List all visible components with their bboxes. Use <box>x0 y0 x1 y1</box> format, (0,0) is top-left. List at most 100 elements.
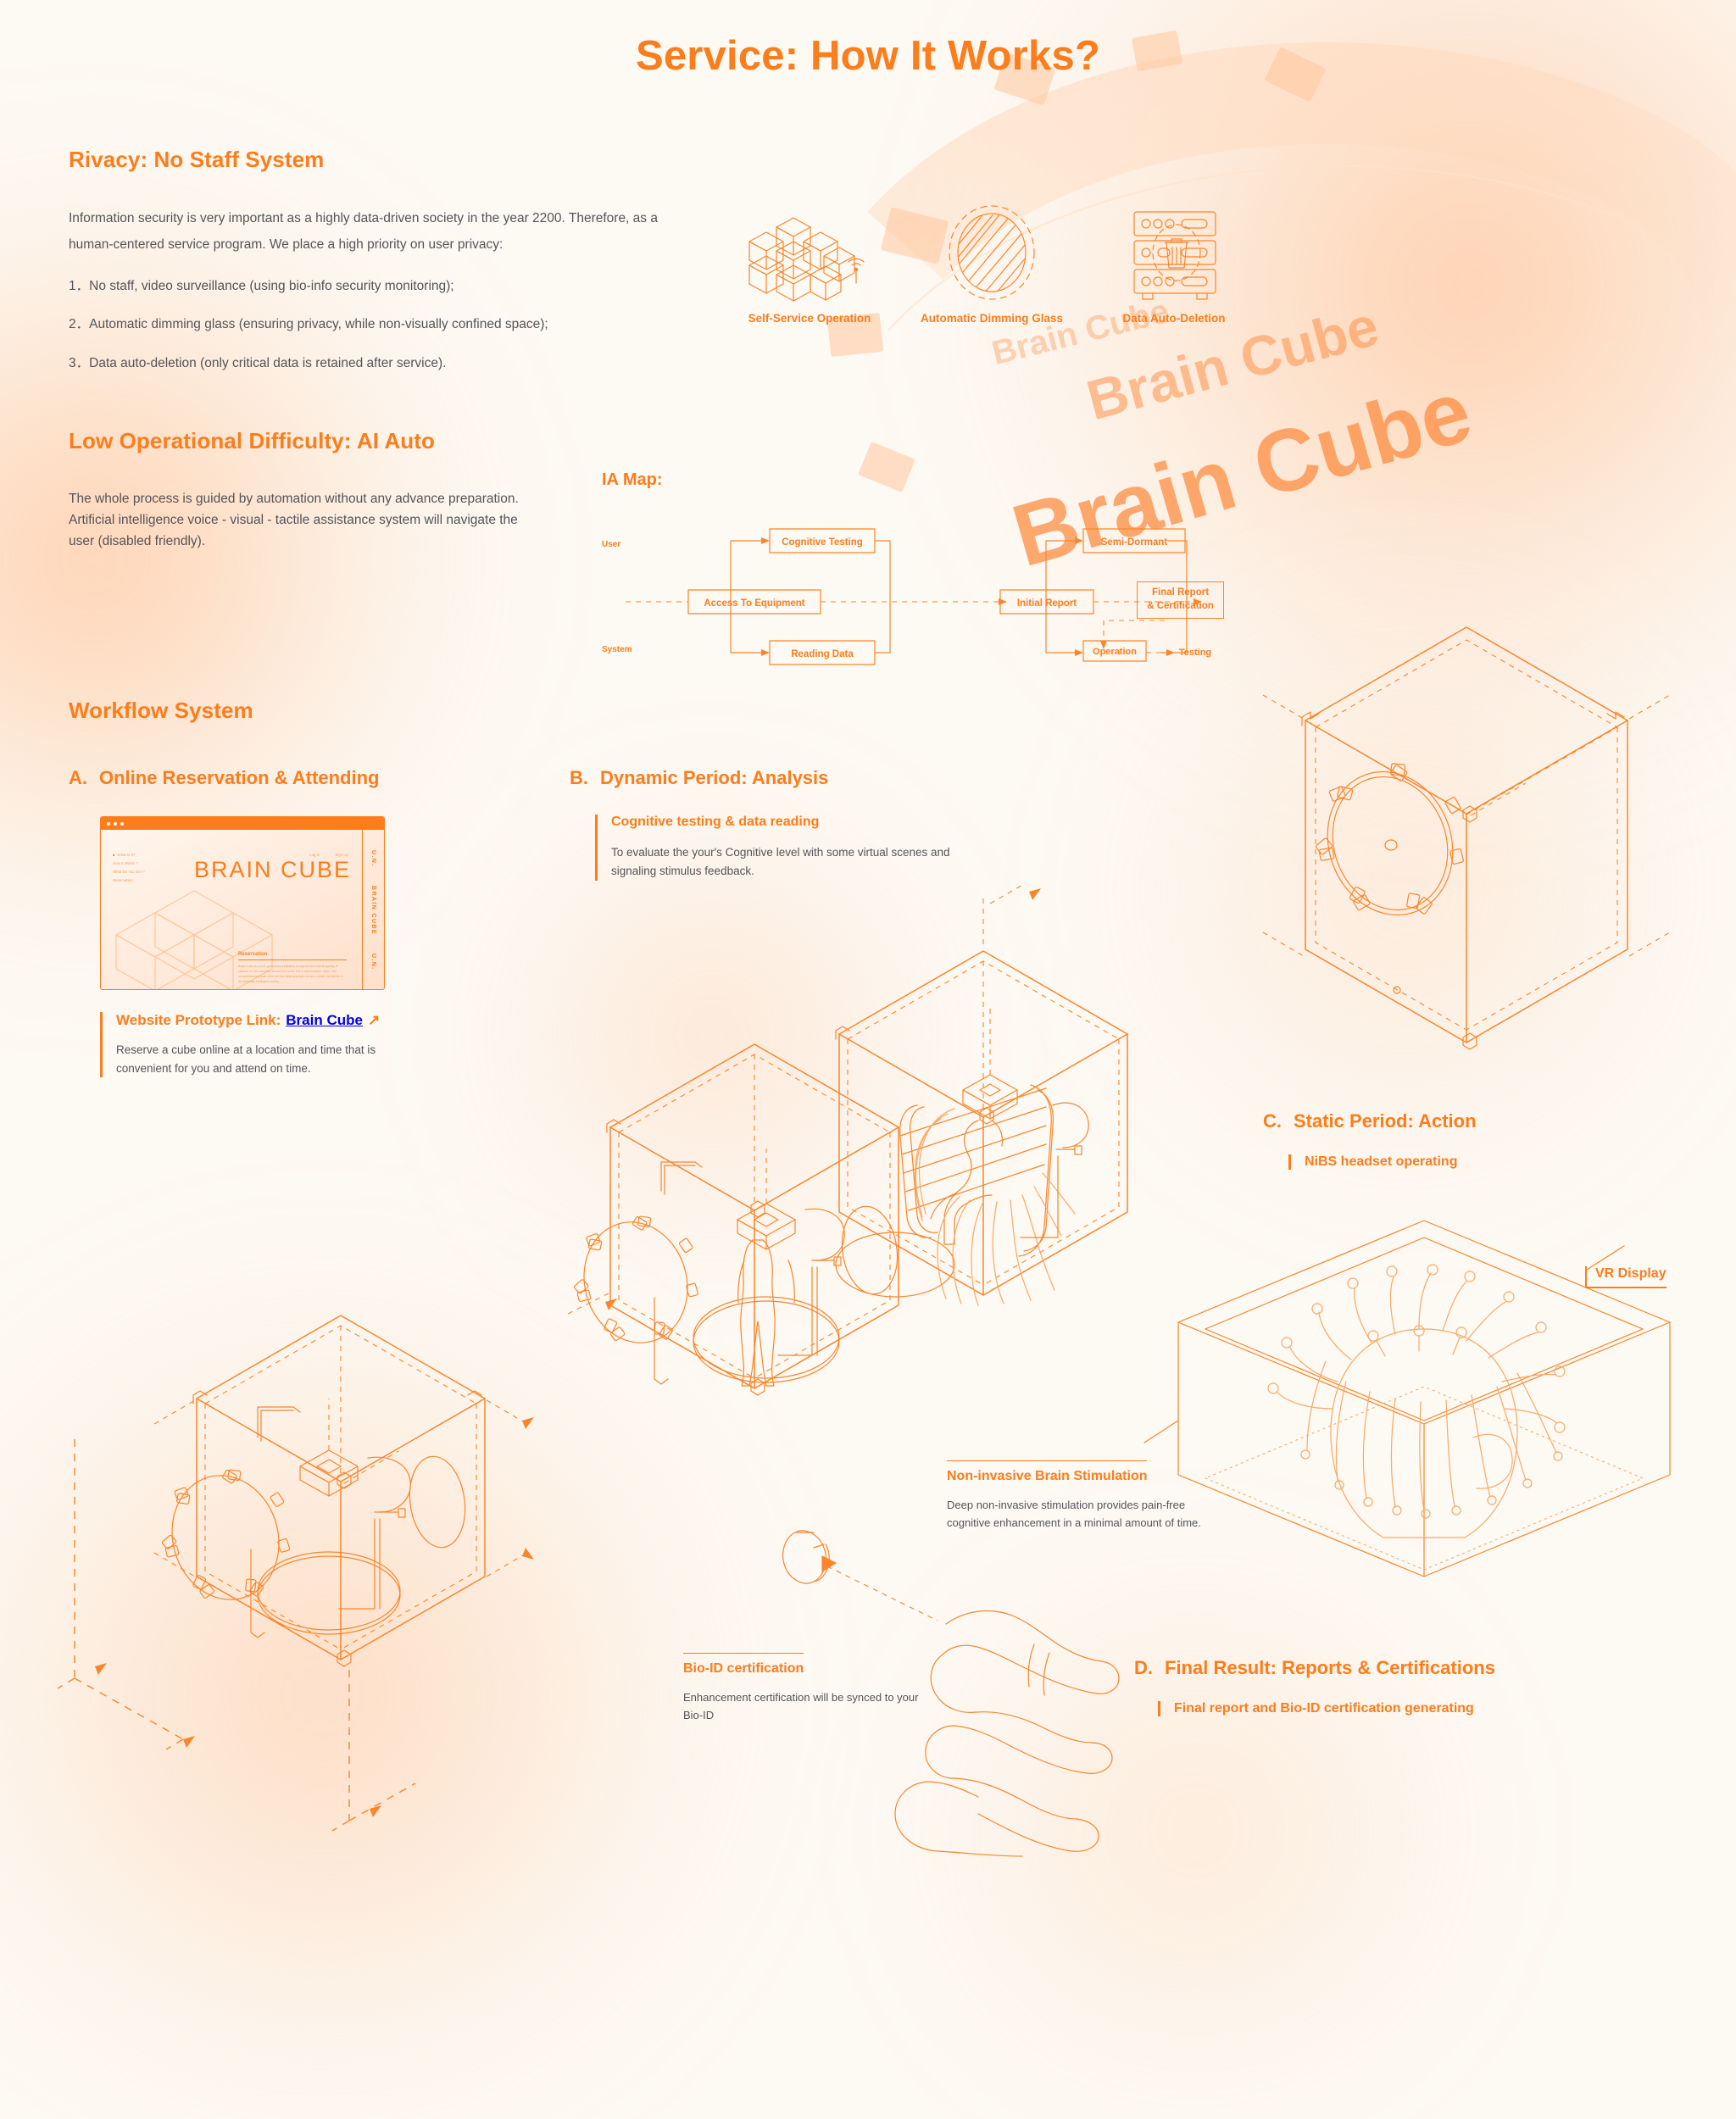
self-service-cubes-icon <box>748 217 865 302</box>
mockup-nav-item-0[interactable]: What Is It? <box>113 853 145 857</box>
workflow-block-b: B. Dynamic Period: Analysis Cognitive tes… <box>570 767 993 881</box>
prototype-link-description: Reserve a cube online at a location and … <box>116 1043 376 1075</box>
ia-node-testing: Testing <box>1179 648 1211 658</box>
block-b-title-row: B. Dynamic Period: Analysis <box>570 767 993 789</box>
callout-non-invasive-brain-stimulation: Non-invasive Brain Stimulation Deep non-… <box>947 1460 1201 1532</box>
data-auto-deletion-icon <box>1133 211 1216 300</box>
privacy-icon-caption-3: Data Auto-Deletion <box>1122 312 1226 325</box>
illustration-analysis-cubes <box>567 873 1178 1432</box>
ia-node-initial-report: Initial Report <box>1017 598 1077 609</box>
block-d-letter: D. <box>1134 1657 1153 1678</box>
dimming-glass-icon <box>949 205 1035 300</box>
mockup-panel-title: Reservation <box>238 952 347 960</box>
block-c-title-row: C. Static Period: Action <box>1263 1110 1704 1132</box>
ia-node-cognitive-testing: Cognitive Testing <box>782 537 863 548</box>
external-link-arrow-icon: ↗ <box>367 1012 381 1028</box>
privacy-icon-item-1: Self-Service Operation <box>729 203 890 325</box>
prototype-link-label: Website Prototype Link: <box>116 1012 281 1028</box>
callout-vr-display: VR Display <box>1585 1266 1666 1288</box>
block-b-sub-title: Cognitive testing & data reading <box>611 815 820 829</box>
privacy-icon-item-3: Data Auto-Deletion <box>1093 203 1255 325</box>
window-dot-maximize <box>120 821 124 826</box>
workflow-heading: Workflow System <box>69 698 253 723</box>
illustration-empty-cube <box>1229 593 1704 1068</box>
mockup-brand-title: BRAIN CUBE <box>194 857 352 882</box>
mockup-viewport: What Is It? How It Works ? What Do You G… <box>101 830 384 989</box>
mockup-nav-item-2[interactable]: What Do You Get ? <box>113 870 145 874</box>
ia-node-access: Access To Equipment <box>704 598 804 609</box>
prototype-link-row: Website Prototype Link: Brain Cube↗ <box>116 1012 422 1029</box>
privacy-icon-item-2: Automatic Dimming Glass <box>911 203 1072 325</box>
mockup-side-rail: U.N. BRAIN CUBE U.N. <box>362 830 384 989</box>
privacy-icon-row: Self-Service Operation Automatic Dimming… <box>729 203 1255 325</box>
mockup-side-text-2: U.N. <box>370 953 376 971</box>
website-prototype-mockup[interactable]: What Is It? How It Works ? What Do You G… <box>100 816 385 990</box>
page-title: Service: How It Works? <box>635 33 1101 79</box>
privacy-list-text-1: No staff, video surveillance (using bio-… <box>89 279 454 293</box>
window-dot-close <box>107 821 110 826</box>
mockup-nav[interactable]: What Is It? How It Works ? What Do You G… <box>113 853 145 882</box>
privacy-list-text-3: Data auto-deletion (only critical data i… <box>89 355 447 370</box>
mockup-nav-item-1[interactable]: How It Works ? <box>113 861 138 865</box>
callout-bio-body: Enhancement certification will be synced… <box>683 1691 919 1722</box>
ia-map: IA Map: User System Access To Equipment <box>602 470 1229 665</box>
ia-lane-label-user: User <box>602 540 620 549</box>
workflow-block-d: D. Final Result: Reports & Certifications… <box>1134 1657 1660 1716</box>
mockup-side-text-0: U.N. <box>370 850 376 868</box>
block-d-title: Final Result: Reports & Certifications <box>1165 1657 1495 1678</box>
callout-bio-id-certification: Bio-ID certification Enhancement certifi… <box>683 1653 921 1724</box>
privacy-list-item-3: 3．Data auto-deletion (only critical data… <box>69 353 730 373</box>
privacy-section: Rivacy: No Staff System Information secu… <box>69 147 730 373</box>
ia-map-title: IA Map: <box>602 470 663 489</box>
block-c-letter: C. <box>1263 1110 1282 1132</box>
mockup-panel-body: Brain Cube is a U.N. government initiati… <box>238 964 343 983</box>
ia-node-final-report: Final Report & Certification <box>1137 581 1224 619</box>
privacy-list-num-3: 3． <box>69 355 90 370</box>
illustration-equipment-cube <box>17 1254 576 1832</box>
website-prototype-link-block: Website Prototype Link: Brain Cube↗ Reser… <box>100 1012 422 1078</box>
ia-node-reading-data: Reading Data <box>791 649 854 659</box>
workflow-block-c: C. Static Period: Action NiBS headset ope… <box>1263 1110 1704 1170</box>
privacy-list-num-2: 2． <box>69 317 90 332</box>
brain-cube-link[interactable]: Brain Cube <box>286 1012 363 1028</box>
ia-node-operation: Operation <box>1093 647 1137 657</box>
privacy-list-item-2: 2．Automatic dimming glass (ensuring priv… <box>69 314 730 334</box>
ai-paragraph: The whole process is guided by automatio… <box>69 492 519 549</box>
callout-bio-title: Bio-ID certification <box>683 1653 804 1677</box>
block-b-sub-body: To evaluate the your's Cognitive level w… <box>611 846 950 877</box>
block-d-detail: Final report and Bio-ID certification ge… <box>1158 1701 1660 1716</box>
block-b-letter: B. <box>570 767 588 788</box>
block-c-sub-title: NiBS headset operating <box>1305 1154 1458 1169</box>
ai-section: Low Operational Difficulty: AI Auto The … <box>69 428 611 552</box>
privacy-list-text-2: Automatic dimming glass (ensuring privac… <box>89 317 548 332</box>
privacy-paragraph: Information security is very important a… <box>69 211 658 252</box>
privacy-icon-caption-1: Self-Service Operation <box>748 312 871 325</box>
ai-heading: Low Operational Difficulty: AI Auto <box>69 428 436 453</box>
callout-nibs-body: Deep non-invasive stimulation provides p… <box>947 1499 1201 1530</box>
mockup-reservation-panel: Reservation Brain Cube is a U.N. governm… <box>238 952 347 984</box>
workflow-block-a: A. Online Reservation & Attending <box>69 767 467 789</box>
ia-final-line-2: & Certification <box>1147 601 1214 611</box>
ia-lane-label-system: System <box>602 645 632 654</box>
block-a-title: Online Reservation & Attending <box>99 767 380 788</box>
block-d-title-row: D. Final Result: Reports & Certifications <box>1134 1657 1660 1679</box>
block-a-letter: A. <box>69 767 87 788</box>
callout-nibs-title: Non-invasive Brain Stimulation <box>947 1460 1148 1484</box>
browser-chrome-bar <box>101 817 384 830</box>
block-b-title: Dynamic Period: Analysis <box>600 767 829 788</box>
block-c-title: Static Period: Action <box>1294 1110 1477 1132</box>
block-b-detail: Cognitive testing & data reading To eval… <box>595 815 993 881</box>
block-d-sub-title: Final report and Bio-ID certification ge… <box>1174 1701 1474 1716</box>
window-dot-minimize <box>114 821 117 826</box>
privacy-heading: Rivacy: No Staff System <box>69 147 325 172</box>
block-a-title-row: A. Online Reservation & Attending <box>69 767 467 789</box>
block-c-detail: NiBS headset operating <box>1288 1154 1704 1170</box>
mockup-nav-item-3[interactable]: Reservation <box>113 878 133 882</box>
ia-node-semi-dormant: Semi-Dormant <box>1101 537 1168 548</box>
ia-final-line-1: Final Report <box>1151 587 1210 598</box>
mockup-side-text-1: BRAIN CUBE <box>370 886 376 935</box>
privacy-list-item-1: 1．No staff, video surveillance (using bi… <box>69 276 730 296</box>
privacy-list-num-1: 1． <box>69 279 90 293</box>
callout-vr-title: VR Display <box>1585 1266 1666 1288</box>
privacy-icon-caption-2: Automatic Dimming Glass <box>920 312 1064 325</box>
